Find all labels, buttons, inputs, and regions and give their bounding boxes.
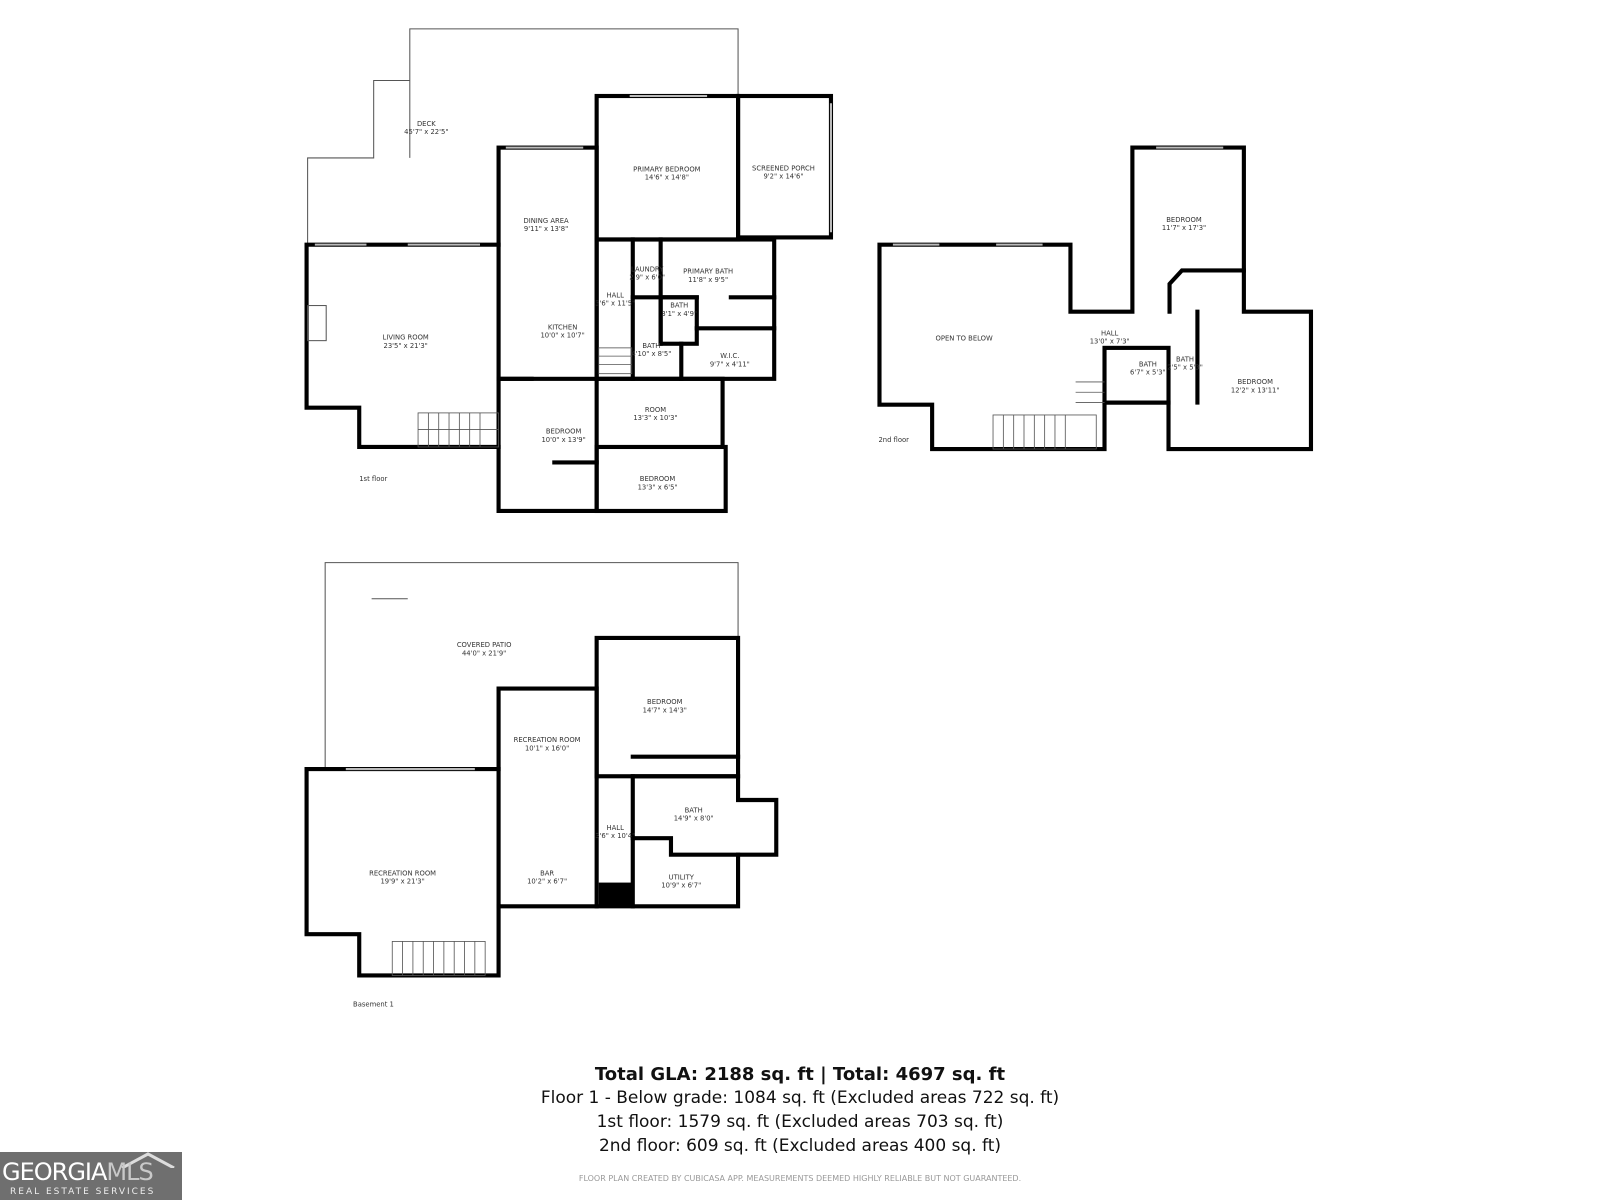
room-size: 2'9" x 6'0": [629, 274, 665, 282]
below-grade-area: Floor 1 - Below grade: 1084 sq. ft (Excl…: [540, 1088, 1060, 1108]
room-name: HALL: [607, 824, 625, 832]
floor-label: 2nd floor: [878, 436, 909, 444]
room-size: 13'0" x 7'3": [1090, 338, 1130, 346]
room-name: BATH: [685, 806, 703, 814]
room-size: 13'3" x 6'5": [638, 483, 678, 491]
room-size: 14'6" x 14'8": [645, 174, 689, 182]
room-size: 11'7" x 17'3": [1162, 224, 1206, 232]
room-name: DINING AREA: [523, 217, 569, 225]
room-name: RECREATION ROOM: [369, 869, 436, 877]
room-size: 12'2" x 13'11": [1231, 386, 1280, 394]
room-name: BEDROOM: [546, 428, 582, 436]
room-name: RECREATION ROOM: [514, 736, 581, 744]
room-size: 3'6" x 10'4": [595, 832, 635, 840]
first-floor-area: 1st floor: 1579 sq. ft (Excluded areas 7…: [596, 1112, 1004, 1132]
room-name: COVERED PATIO: [457, 641, 512, 649]
room-size: 19'9" x 21'3": [380, 878, 424, 886]
room-name: BATH: [1176, 355, 1194, 363]
floor-label: Basement 1: [353, 1000, 394, 1008]
room-size: 10'0" x 10'7": [540, 332, 584, 340]
second-floor-plan: [877, 145, 1314, 452]
room-size: 6'7" x 5'3": [1130, 369, 1166, 377]
room-size: 3'6" x 11'5": [595, 300, 635, 308]
floor-label: 1st floor: [359, 475, 387, 483]
room-size: 14'7" x 14'3": [643, 706, 687, 714]
room-size: 3'1" x 4'9": [661, 310, 697, 318]
room-name: BEDROOM: [647, 698, 683, 706]
room-name: BEDROOM: [1237, 378, 1273, 386]
basement-plan: [304, 562, 779, 978]
room-name: SCREENED PORCH: [752, 164, 815, 172]
room-name: W.I.C.: [720, 352, 739, 360]
room-name: DECK: [417, 120, 436, 128]
room-size: 10'2" x 6'7": [527, 878, 567, 886]
room-name: PRIMARY BATH: [683, 268, 733, 276]
room-name: HALL: [1101, 329, 1119, 337]
room-size: 4'10" x 8'5": [631, 350, 671, 358]
room-name: LAUNDRY: [631, 265, 664, 273]
room-size: 10'0" x 13'9": [541, 436, 585, 444]
first-floor-plan: [304, 28, 834, 514]
room-name: BAR: [540, 869, 554, 877]
room-size: 23'5" x 21'3": [384, 342, 428, 350]
total-area: Total GLA: 2188 sq. ft | Total: 4697 sq.…: [594, 1064, 1006, 1085]
room-name: ROOM: [645, 406, 666, 414]
room-size: 10'9" x 6'7": [661, 882, 701, 890]
room-name: BEDROOM: [640, 475, 676, 483]
room-size: 2'5" x 5'3": [1167, 364, 1203, 372]
room-name: OPEN TO BELOW: [936, 335, 994, 343]
room-name: BATH: [1139, 360, 1157, 368]
room-name: BEDROOM: [1166, 216, 1202, 224]
room-size: 11'8" x 9'5": [688, 276, 728, 284]
room-size: 14'9" x 8'0": [674, 815, 714, 823]
logo-sub: REAL ESTATE SERVICES: [10, 1187, 156, 1197]
logo-main: GEORGIA: [2, 1158, 107, 1186]
room-size: 9'7" x 4'11": [710, 360, 750, 368]
room-size: 9'11" x 13'8": [524, 225, 568, 233]
room-name: BATH: [642, 342, 660, 350]
room-size: 45'7" x 22'5": [404, 128, 448, 136]
room-name: KITCHEN: [548, 323, 577, 331]
second-floor-area: 2nd floor: 609 sq. ft (Excluded areas 40…: [598, 1136, 1002, 1156]
roof-icon: [121, 1152, 175, 1168]
georgia-mls-logo: GEORGIAMLS REAL ESTATE SERVICES: [0, 1152, 182, 1200]
disclaimer: FLOOR PLAN CREATED BY CUBICASA APP. MEAS…: [578, 1174, 1022, 1183]
room-size: 13'3" x 10'3": [633, 414, 677, 422]
logo-accent: MLS: [106, 1158, 153, 1186]
room-size: 10'1" x 16'0": [525, 744, 569, 752]
room-name: HALL: [607, 291, 625, 299]
room-name: BATH: [670, 302, 688, 310]
room-name: LIVING ROOM: [383, 334, 429, 342]
room-size: 44'0" x 21'9": [462, 649, 506, 657]
room-size: 9'2" x 14'6": [763, 173, 803, 181]
room-name: UTILITY: [669, 873, 695, 881]
room-name: PRIMARY BEDROOM: [633, 165, 701, 173]
